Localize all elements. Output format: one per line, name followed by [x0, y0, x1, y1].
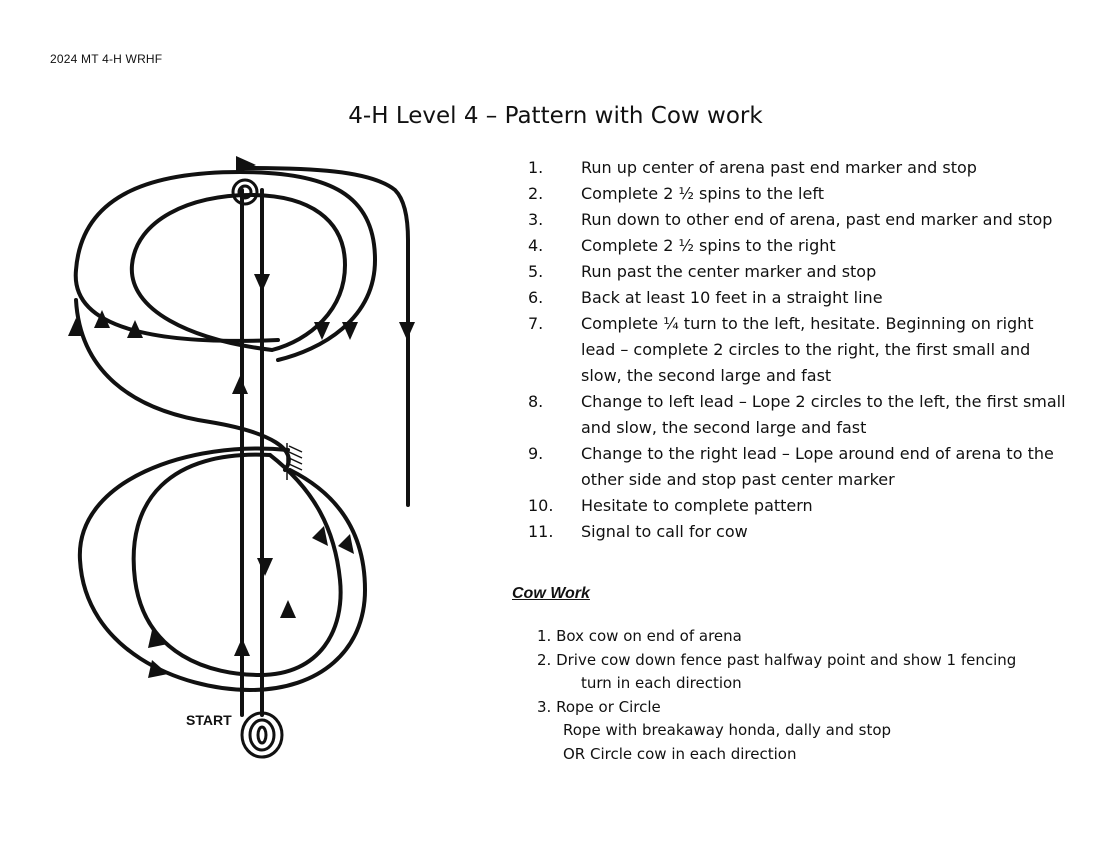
- arrow-up-left-inner: [94, 310, 110, 328]
- arrow-up-left-small: [127, 320, 143, 338]
- arrow-up-center: [232, 376, 248, 394]
- step-item: 8.Change to left lead – Lope 2 circles t…: [528, 392, 1066, 437]
- top-spin-marker: [231, 178, 259, 206]
- cow-work-list: 1. Box cow on end of arena 2. Drive cow …: [537, 625, 1077, 766]
- page-title: 4-H Level 4 – Pattern with Cow work: [348, 103, 763, 130]
- step-item: 9.Change to the right lead – Lope around…: [528, 444, 1054, 489]
- cow-work-item: 2. Drive cow down fence past halfway poi…: [537, 650, 1017, 669]
- bottom-large-circle: [77, 446, 368, 693]
- step-item: 5.Run past the center marker and stop: [528, 262, 877, 281]
- step-item: 10.Hesitate to complete pattern: [528, 496, 813, 515]
- step-item: 1.Run up center of arena past end marker…: [528, 158, 977, 177]
- backup-marker: [286, 443, 303, 480]
- start-spin-marker: [240, 711, 284, 759]
- arrow-diag-right-1: [312, 526, 328, 546]
- top-large-circle: [73, 169, 378, 362]
- arrow-up-left-outer: [68, 318, 84, 336]
- arrow-diag-left-2: [148, 660, 168, 678]
- cow-work-item: 3. Rope or Circle: [537, 697, 661, 716]
- arrow-top-right: [236, 156, 256, 174]
- pattern-diagram-svg: START: [68, 156, 415, 759]
- arrow-up-bottom-right: [280, 600, 296, 618]
- arrow-down-right-inner: [314, 322, 330, 340]
- arrow-diag-left-1: [148, 630, 168, 648]
- arrow-down-right-outer: [342, 322, 358, 340]
- step-item: 11.Signal to call for cow: [528, 522, 748, 541]
- pattern-steps: 1.Run up center of arena past end marker…: [528, 155, 1068, 545]
- step-item: 4.Complete 2 ½ spins to the right: [528, 236, 836, 255]
- step-item: 3.Run down to other end of arena, past e…: [528, 210, 1053, 229]
- arrow-down-center-bottom: [257, 558, 273, 576]
- bottom-small-circle: [131, 452, 343, 678]
- cow-work-heading: Cow Work: [512, 585, 590, 602]
- arrow-up-bottom-center: [234, 638, 250, 656]
- step-item: 7.Complete ¼ turn to the left, hesitate.…: [528, 314, 1034, 385]
- cow-work-subitem: OR Circle cow in each direction: [563, 744, 797, 763]
- end-arc-path: [238, 166, 410, 507]
- cow-work-item: 1. Box cow on end of arena: [537, 627, 742, 645]
- step-item: 2.Complete 2 ½ spins to the left: [528, 184, 824, 203]
- arrow-diag-right-2: [338, 534, 354, 554]
- cow-work-subitem: Rope with breakaway honda, dally and sto…: [563, 721, 892, 739]
- header-note: 2024 MT 4-H WRHF: [50, 52, 163, 66]
- cow-work-item-continued: turn in each direction: [581, 674, 742, 692]
- arrow-down-center-top: [254, 274, 270, 292]
- pattern-diagram: START: [40, 150, 490, 770]
- step-item: 6.Back at least 10 feet in a straight li…: [528, 288, 883, 307]
- start-label: START: [186, 712, 232, 728]
- arrow-down-end: [399, 322, 415, 340]
- top-small-circle: [129, 192, 348, 352]
